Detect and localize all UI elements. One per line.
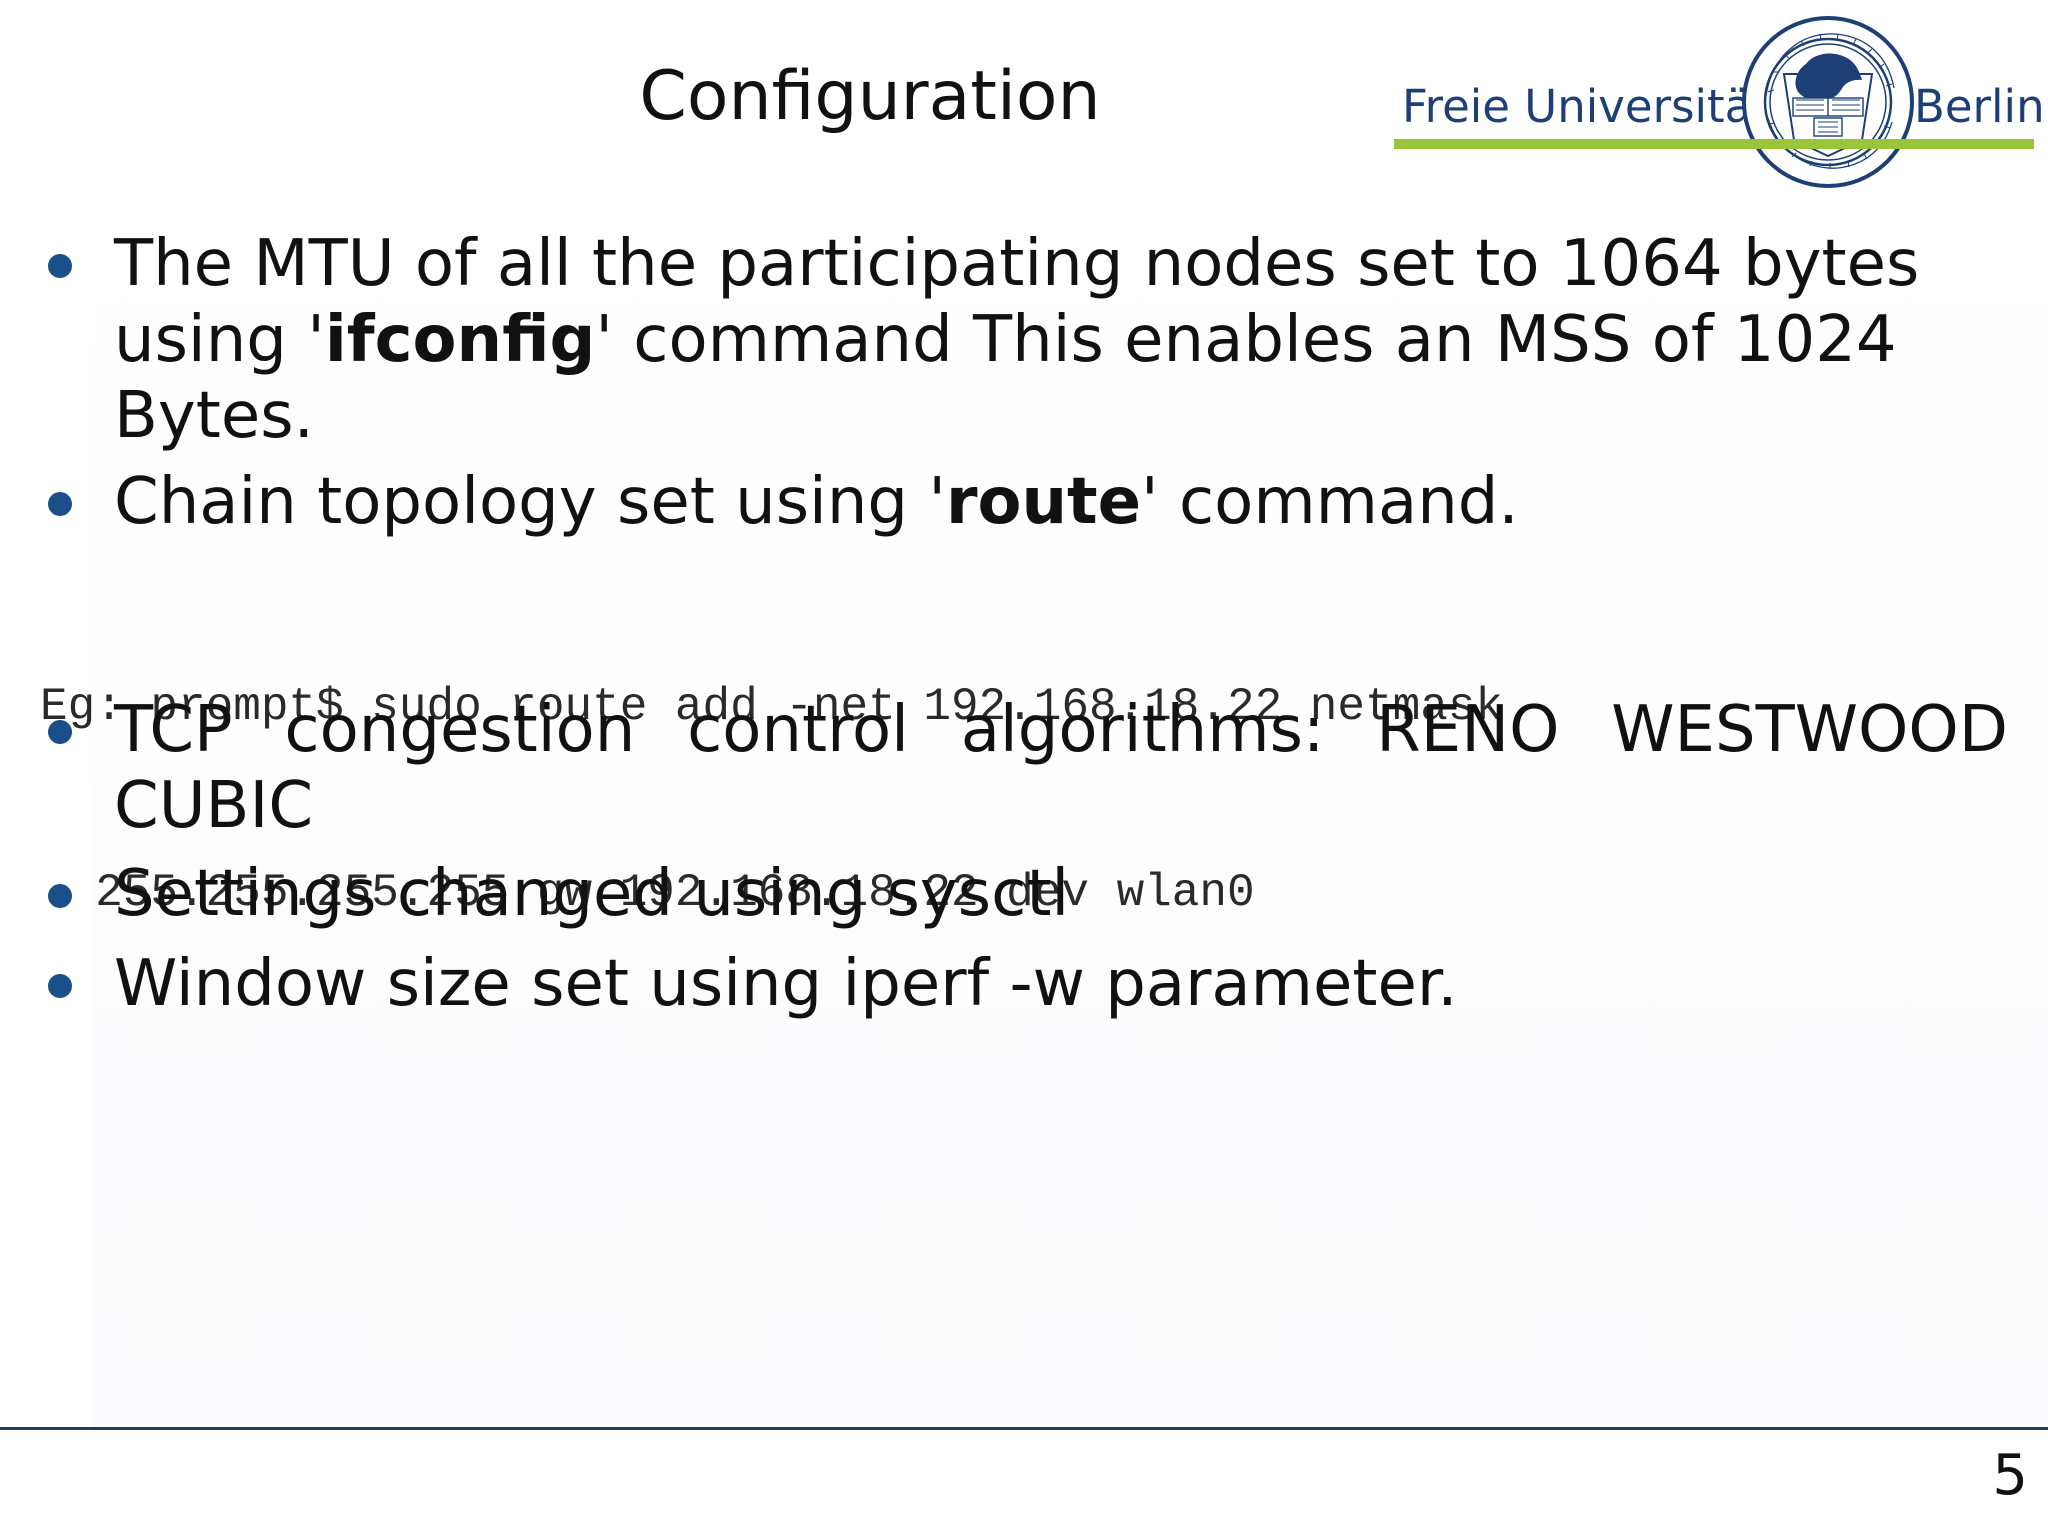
code-line-2: 255.255.255.255 gw 192.168.18.22 dev wla…: [40, 867, 1255, 919]
mtu-text-end: ' command This enables an MSS of 1024 By…: [114, 303, 1897, 453]
mtu-text-start: The MTU of all the participating nodes s…: [114, 227, 1920, 377]
logo-text-berlin: Berlin: [1914, 80, 2045, 133]
bullet-item-window-size: Window size set using iperf -w parameter…: [0, 946, 2048, 1022]
route-text-end: ' command.: [1141, 465, 1519, 539]
university-logo: Freie Universität Berlin: [1390, 12, 2045, 192]
bullet-text-window-size: Window size set using iperf -w parameter…: [114, 947, 1458, 1021]
bullet-item-tcp-congestion: TCP congestion control algorithms: RENO …: [0, 692, 2048, 844]
bullet-text-route: Chain topology set using 'route' command…: [114, 464, 2008, 540]
logo-text-freie-universitat: Freie Universität: [1402, 80, 1770, 133]
page-number: 5: [1992, 1443, 2028, 1508]
bullet-text-tcp-congestion: TCP congestion control algorithms: RENO …: [114, 693, 2008, 843]
ifconfig-command: ifconfig: [324, 303, 596, 377]
bullet-item-mtu: The MTU of all the participating nodes s…: [0, 226, 2048, 456]
bullet-text-sysctl: Settings changed using sysctl: [114, 857, 1070, 931]
footer-divider: [0, 1427, 2048, 1430]
route-command-example: Eg: prompt$ sudo route add -net 192.168.…: [40, 552, 1990, 1048]
bullet-dot-icon: [48, 720, 72, 744]
bullet-dot-icon: [48, 254, 72, 278]
content-background: [92, 165, 2048, 1427]
bullet-dot-icon: [48, 884, 72, 908]
route-text-start: Chain topology set using ': [114, 465, 946, 539]
bullet-item-sysctl: Settings changed using sysctl: [0, 856, 2048, 932]
bullet-dot-icon: [48, 492, 72, 516]
bullet-dot-icon: [48, 974, 72, 998]
university-seal-icon: [1742, 16, 1914, 188]
logo-green-bar: [1394, 139, 2034, 149]
code-line-1: Eg: prompt$ sudo route add -net 192.168.…: [40, 681, 1504, 733]
route-command: route: [945, 465, 1142, 539]
bullet-text-mtu: The MTU of all the participating nodes s…: [114, 226, 2008, 454]
slide-title: Configuration: [639, 57, 1101, 136]
bullet-item-route: Chain topology set using 'route' command…: [0, 464, 2048, 540]
